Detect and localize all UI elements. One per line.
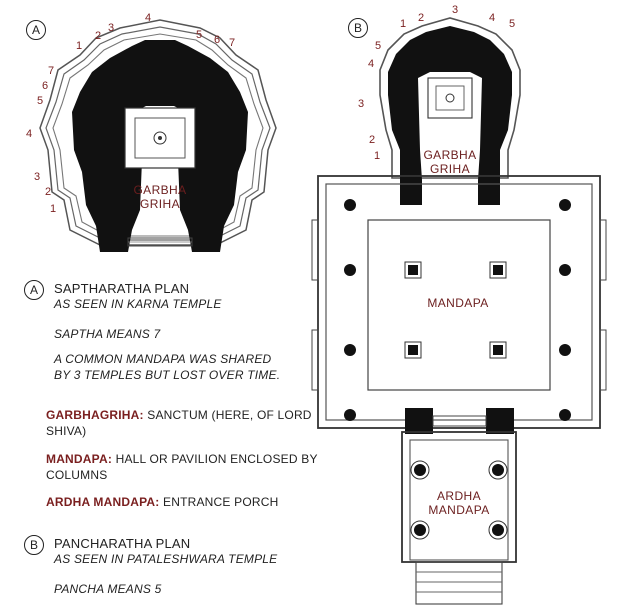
garbhagriha-def-line1: SANCTUM (HERE, OF LORD	[143, 408, 312, 422]
plan-a-number: 4	[26, 128, 33, 140]
plan-a-number: 3	[34, 171, 41, 183]
plan-b-garbha-line1: GARBHA	[423, 148, 477, 162]
ardha-label-line2: MANDAPA	[428, 503, 490, 517]
garbhagriha-definition: GARBHAGRIHA: SANCTUM (HERE, OF LORD SHIV…	[46, 407, 326, 439]
plan-b-number: 5	[375, 40, 382, 52]
plan-a-number: 2	[95, 30, 102, 42]
garbhagriha-term: GARBHAGRIHA:	[46, 408, 144, 422]
legend-badge-a: A	[24, 280, 44, 300]
ardha-term: ARDHA MANDAPA:	[46, 495, 160, 509]
saptha-note: SAPTHA MEANS 7	[54, 327, 161, 341]
pancharatha-title: PANCHARATHA PLAN	[54, 536, 191, 551]
plan-b-number: 2	[418, 12, 425, 24]
plan-b-garbha-label: GARBHA GRIHA	[420, 148, 480, 176]
plan-b-number: 2	[369, 134, 376, 146]
saptharatha-subtitle: AS SEEN IN KARNA TEMPLE	[54, 297, 222, 311]
plan-b-number: 1	[400, 18, 407, 30]
plan-b-number: 1	[374, 150, 381, 162]
plan-b-number: 4	[489, 12, 496, 24]
plan-a-number: 6	[42, 80, 49, 92]
garbhagriha-def-line2: SHIVA)	[46, 424, 87, 438]
plan-a-number: 1	[76, 40, 83, 52]
plan-b-number: 5	[509, 18, 516, 30]
plan-b-drawing	[311, 17, 607, 605]
badge-a: A	[26, 20, 46, 40]
plan-b-number: 3	[452, 4, 459, 16]
legend-badge-b: B	[24, 535, 44, 555]
mandapa-definition: MANDAPA: HALL OR PAVILION ENCLOSED BY CO…	[46, 451, 326, 483]
saptharatha-title: SAPTHARATHA PLAN	[54, 281, 190, 296]
ardha-def: ENTRANCE PORCH	[159, 495, 279, 509]
plan-a-room-label: GARBHA GRIHA	[125, 183, 195, 211]
plan-a-room-label-line1: GARBHA	[133, 183, 187, 197]
plan-a-number: 2	[45, 186, 52, 198]
plan-a-number: 7	[48, 65, 55, 77]
mandapa-def-line1: HALL OR PAVILION ENCLOSED BY	[112, 452, 318, 466]
plan-b-number: 3	[358, 98, 365, 110]
plan-a-number: 5	[37, 95, 44, 107]
mandapa-term: MANDAPA:	[46, 452, 113, 466]
common-note-line1: A COMMON MANDAPA WAS SHARED	[54, 352, 272, 366]
plan-a-number: 4	[145, 12, 152, 24]
plan-a-number: 1	[50, 203, 57, 215]
badge-b: B	[348, 18, 368, 38]
mandapa-def-line2: COLUMNS	[46, 468, 108, 482]
ardha-label-line1: ARDHA	[436, 489, 481, 503]
plan-b-number: 4	[368, 58, 375, 70]
mandapa-label: MANDAPA	[427, 296, 489, 310]
mandapa-pillars	[404, 261, 507, 359]
plan-a-number: 7	[229, 37, 236, 49]
plan-b-garbha-line2: GRIHA	[429, 162, 470, 176]
common-note-line2: BY 3 TEMPLES BUT LOST OVER TIME.	[54, 368, 281, 382]
ardha-definition: ARDHA MANDAPA: ENTRANCE PORCH	[46, 494, 326, 510]
pancha-note: PANCHA MEANS 5	[54, 582, 162, 596]
pancharatha-subtitle: AS SEEN IN PATALESHWARA TEMPLE	[54, 552, 278, 566]
plan-a-drawing	[39, 19, 277, 252]
plan-a-number: 3	[108, 22, 115, 34]
plan-a-number: 5	[196, 29, 203, 41]
plan-a-room-label-line2: GRIHA	[139, 197, 180, 211]
plan-a-number: 6	[214, 34, 221, 46]
ardha-mandapa-label: ARDHA MANDAPA	[419, 489, 499, 517]
